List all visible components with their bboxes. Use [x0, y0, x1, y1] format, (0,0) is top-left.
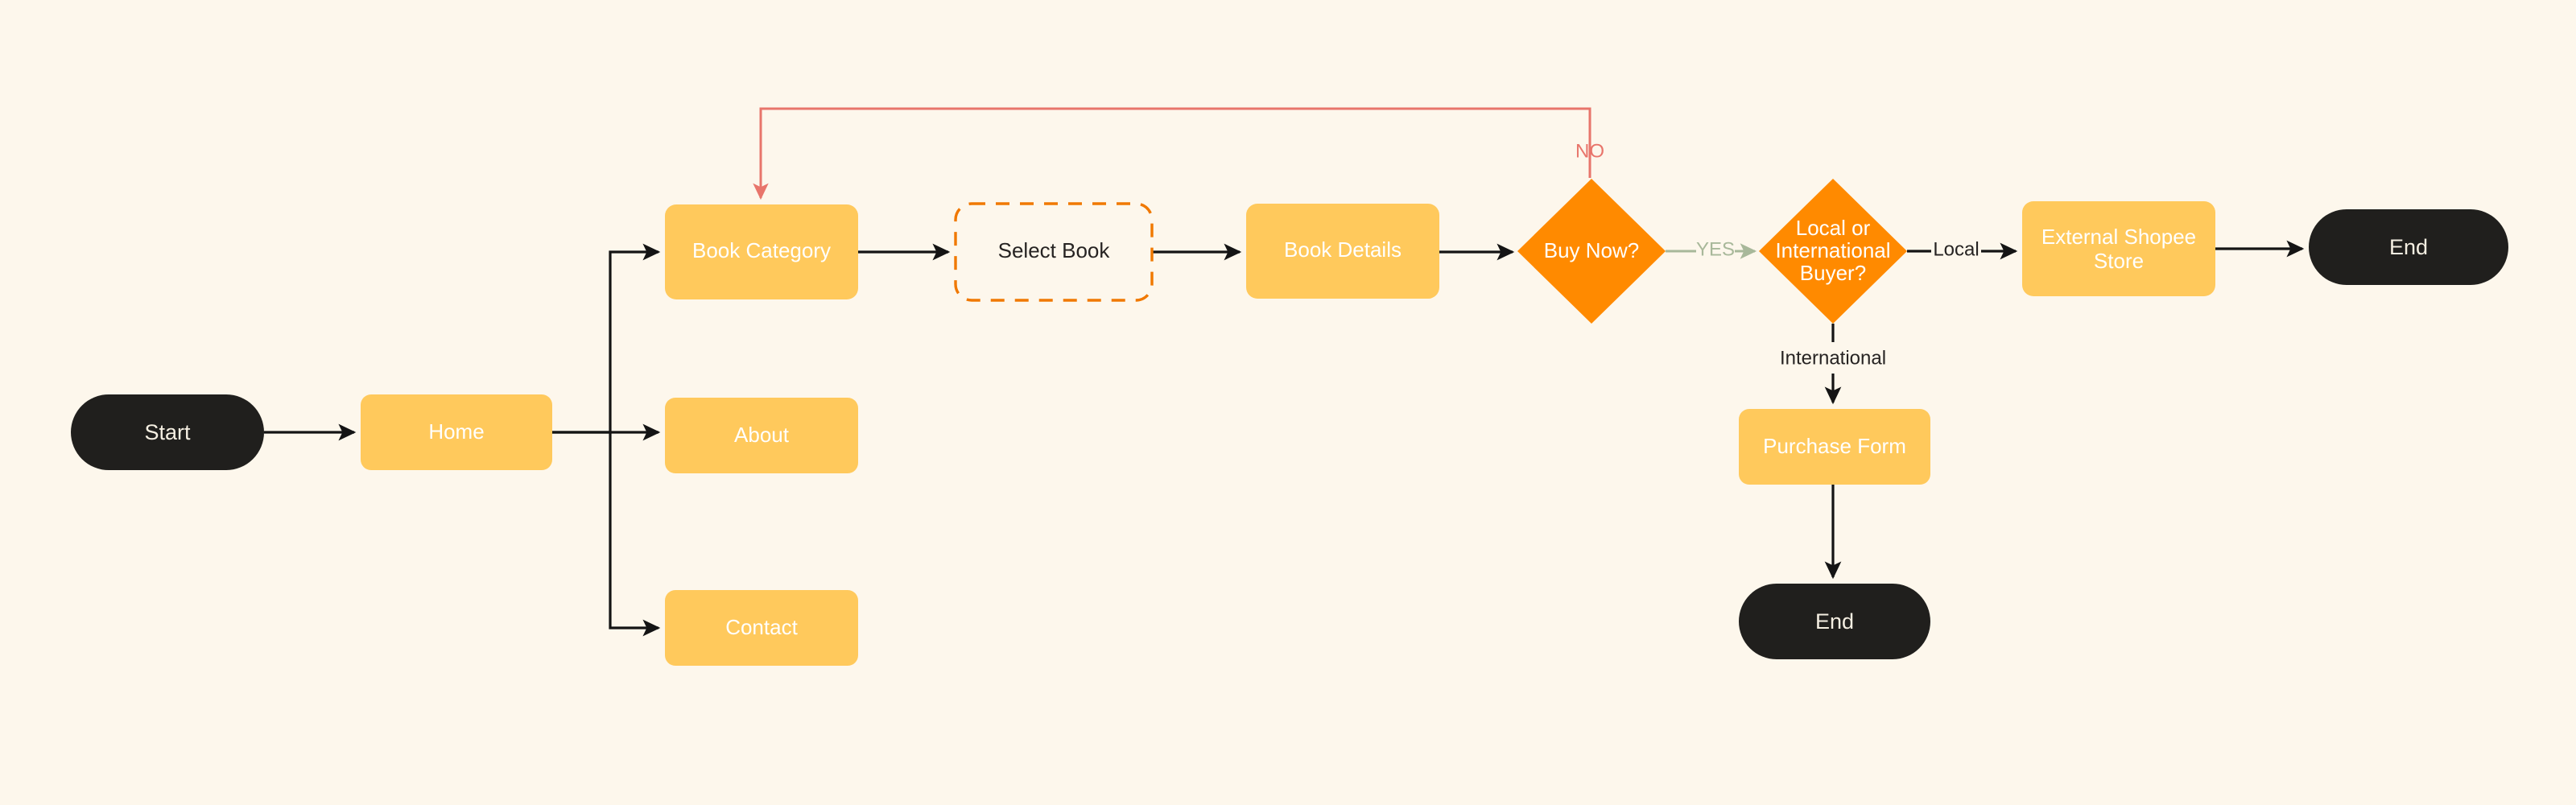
edge-home-book-category [552, 243, 661, 434]
edge-buyer-international-purchase-form: International [1780, 324, 1886, 405]
node-end-local[interactable]: End [2309, 209, 2508, 285]
edge-buy-now-yes-buyer: YES [1666, 238, 1757, 260]
node-external-shopee-store[interactable]: External Shopee Store [2022, 201, 2215, 296]
node-start[interactable]: Start [71, 394, 264, 470]
edge-buy-now-no-loop-book-category: NO [753, 107, 1604, 200]
node-home-label: Home [428, 419, 484, 444]
node-purchase-form[interactable]: Purchase Form [1739, 409, 1930, 485]
node-buy-now[interactable]: Buy Now? [1517, 179, 1666, 324]
edge-label-no: NO [1575, 140, 1604, 162]
node-about-label: About [734, 423, 790, 447]
node-contact-label: Contact [725, 615, 798, 639]
node-external-shopee-store-label-line1: External Shopee [2041, 225, 2196, 249]
node-book-details-label: Book Details [1284, 237, 1402, 262]
node-buy-now-label: Buy Now? [1544, 238, 1640, 262]
node-select-book[interactable]: Select Book [954, 202, 1154, 302]
node-buyer-type-label-line3: Buyer? [1800, 261, 1866, 285]
node-contact[interactable]: Contact [665, 590, 858, 666]
node-end-international[interactable]: End [1739, 584, 1930, 659]
node-book-details[interactable]: Book Details [1246, 204, 1439, 299]
node-select-book-label: Select Book [998, 238, 1111, 262]
edge-label-local: Local [1933, 238, 1979, 260]
node-end-international-label: End [1815, 609, 1854, 634]
node-about[interactable]: About [665, 398, 858, 473]
node-buyer-type[interactable]: Local or International Buyer? [1759, 179, 1907, 324]
edge-label-yes: YES [1696, 238, 1735, 260]
node-book-category-label: Book Category [692, 238, 831, 262]
edge-label-international: International [1780, 347, 1886, 369]
node-end-local-label: End [2389, 235, 2428, 259]
edge-buyer-local-shopee: Local [1907, 238, 2018, 260]
node-layer: Start Home Book Category About Contact [71, 179, 2508, 666]
node-home[interactable]: Home [361, 394, 552, 470]
node-buyer-type-label-line2: International [1775, 238, 1890, 262]
node-purchase-form-label: Purchase Form [1763, 434, 1906, 458]
node-book-category[interactable]: Book Category [665, 204, 858, 299]
node-external-shopee-store-label-line2: Store [2094, 249, 2144, 273]
node-buyer-type-label-line1: Local or [1796, 216, 1871, 240]
edge-home-contact [609, 432, 661, 637]
edge-layer: YES NO Local International [264, 107, 2305, 637]
node-start-label: Start [144, 420, 191, 444]
